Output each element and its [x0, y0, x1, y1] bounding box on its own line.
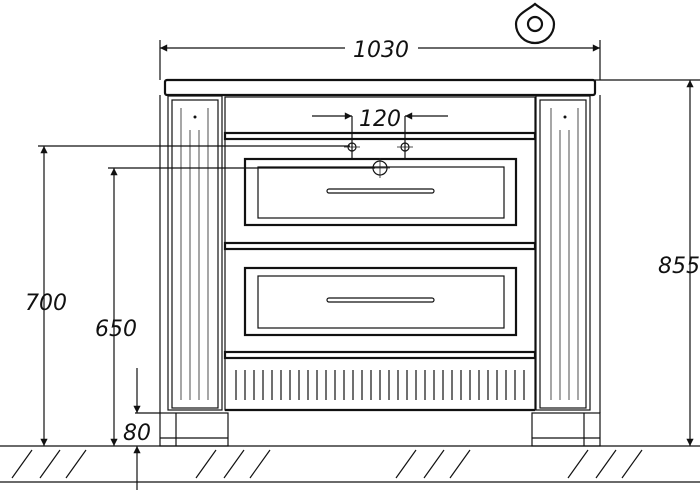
left-foot [159, 412, 229, 447]
countertop [163, 78, 597, 97]
right-pilaster [535, 95, 591, 411]
dimension-label: 650 [95, 317, 137, 342]
drawer-handle [326, 297, 435, 303]
dimension-tap-spacing: 120 [312, 107, 448, 158]
dimension-label: 1030 [353, 38, 409, 63]
floor [0, 445, 700, 483]
dimension-height-drain: 650 [95, 167, 375, 446]
dimension-height-total: 855 [595, 79, 700, 446]
dimension-label: 700 [25, 291, 67, 316]
dimension-height-holes: 700 [25, 145, 350, 446]
cabinet [159, 78, 601, 447]
right-foot [531, 412, 601, 447]
plinth-grille [235, 370, 525, 400]
dimension-label: 120 [359, 107, 401, 132]
dimension-width: 1030 [159, 38, 601, 80]
faucet-symbol-icon [514, 2, 556, 45]
drawer-top [243, 157, 518, 227]
dimension-plinth: 80 [123, 368, 160, 490]
dimension-label: 80 [123, 421, 151, 446]
left-pilaster [167, 95, 223, 411]
drawer-handle [326, 188, 435, 194]
dimension-label: 855 [658, 254, 700, 279]
drawer-bottom [243, 266, 518, 337]
